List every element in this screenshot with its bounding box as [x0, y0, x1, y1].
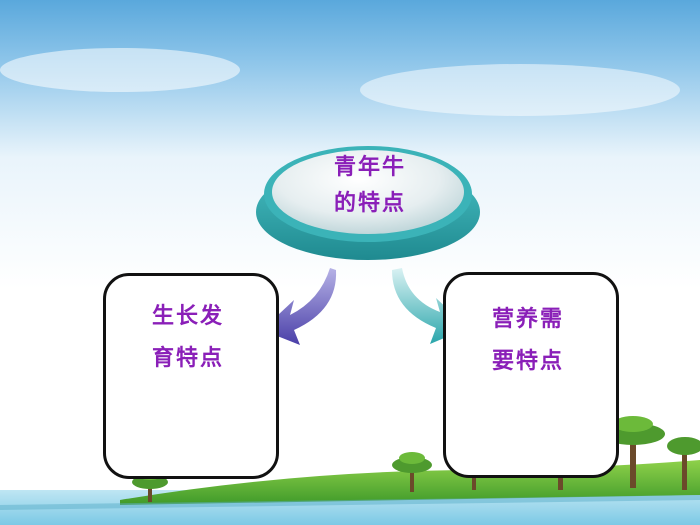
left-box-label: 生长发 育特点 [103, 296, 273, 380]
right-box-line1: 营养需 [491, 307, 564, 332]
hub-disc [256, 146, 480, 260]
hub-label: 青年牛 的特点 [270, 150, 470, 222]
hub-label-line1: 青年牛 [333, 155, 406, 180]
arrow-down-left-icon [262, 268, 337, 345]
left-box: 生长发 育特点 [103, 273, 279, 479]
right-box: 营养需 要特点 [443, 272, 619, 478]
left-box-line1: 生长发 [151, 304, 224, 329]
right-box-line2: 要特点 [491, 349, 564, 374]
left-box-line2: 育特点 [151, 346, 224, 371]
right-box-label: 营养需 要特点 [443, 299, 613, 383]
tree-icon [667, 437, 700, 490]
tree-icon [392, 452, 432, 492]
hub-label-line2: 的特点 [333, 191, 406, 216]
